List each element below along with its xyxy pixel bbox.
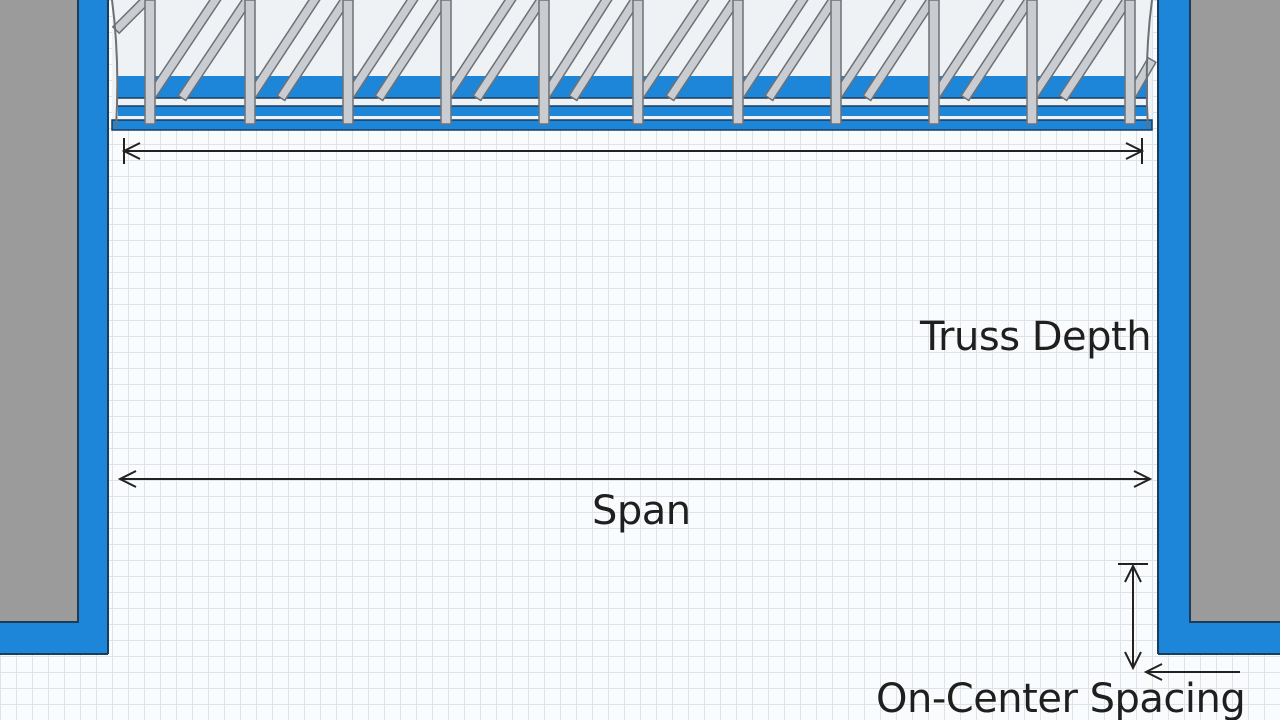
truss-vertical-post	[1026, 0, 1038, 125]
truss-web-member	[960, 0, 1036, 102]
truss-vertical-post	[440, 0, 452, 125]
truss-webs	[111, 0, 1157, 102]
span-label: Span	[592, 488, 691, 534]
left-wall	[0, 0, 109, 655]
truss-posts	[144, 0, 1136, 125]
truss-web-member	[177, 0, 254, 102]
top-dimension-line	[124, 138, 1142, 164]
on-center-spacing-label: On-Center Spacing	[876, 676, 1246, 720]
on-center-dimension-line	[1118, 563, 1240, 672]
truss-web-member	[862, 0, 938, 102]
truss-web-member	[568, 0, 642, 102]
truss-vertical-post	[632, 0, 644, 125]
truss-vertical-post	[1124, 0, 1136, 125]
bearing-plate	[111, 119, 1153, 131]
truss-vertical-post	[144, 0, 156, 125]
truss-web-member	[665, 0, 742, 102]
truss-web-member	[276, 0, 352, 102]
truss-web-member	[374, 0, 450, 102]
truss-vertical-post	[928, 0, 940, 125]
truss-vertical-post	[830, 0, 842, 125]
truss-vertical-post	[244, 0, 256, 125]
truss-assembly	[111, 0, 1157, 131]
truss-vertical-post	[732, 0, 744, 125]
truss-web-member	[472, 0, 548, 102]
truss-web-member	[1058, 0, 1134, 102]
truss-vertical-post	[538, 0, 550, 125]
right-wall	[1157, 0, 1280, 655]
truss-web-member	[764, 0, 840, 102]
truss-vertical-post	[342, 0, 354, 125]
truss-depth-label: Truss Depth	[920, 314, 1152, 360]
